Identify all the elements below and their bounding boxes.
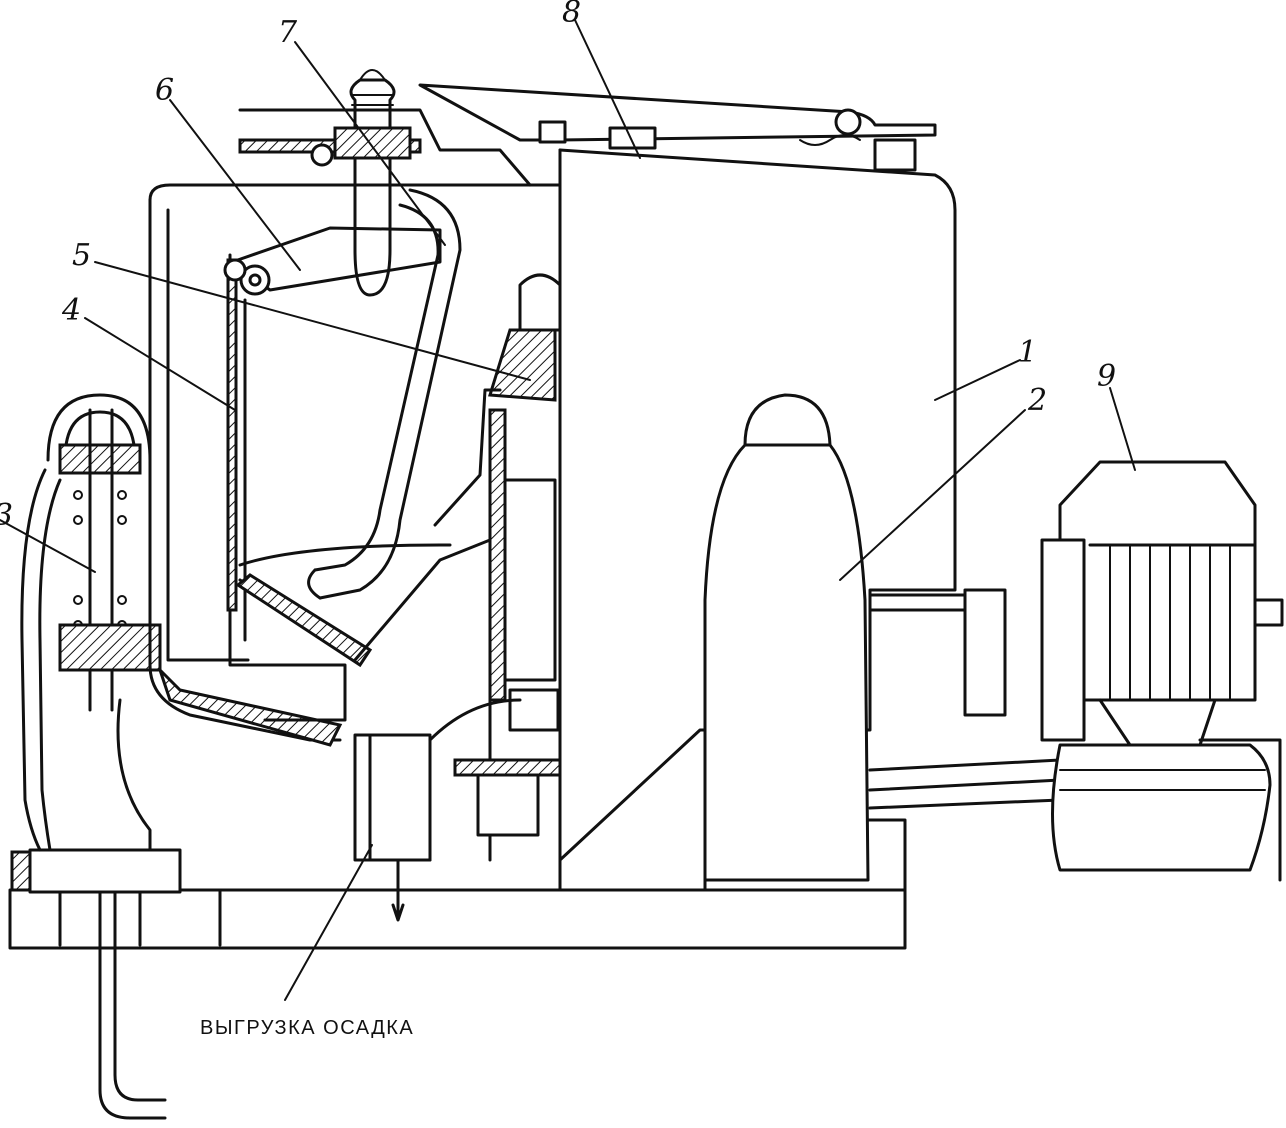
electric-motor bbox=[1040, 460, 1284, 747]
leader-1 bbox=[934, 359, 1021, 401]
sediment-outlet bbox=[353, 733, 432, 922]
leader-3 bbox=[0, 519, 96, 573]
leader-lines bbox=[0, 19, 1136, 1001]
callout-4: 4 bbox=[61, 293, 81, 328]
leader-4 bbox=[84, 317, 236, 411]
leader-8 bbox=[574, 19, 641, 159]
spring-suspension bbox=[20, 393, 162, 852]
basket bbox=[226, 253, 452, 722]
leader-6 bbox=[169, 99, 301, 271]
callout-6: 6 bbox=[155, 73, 174, 108]
callout-7: 7 bbox=[278, 15, 298, 50]
callout-1: 1 bbox=[1018, 335, 1037, 370]
leader-9 bbox=[1109, 387, 1136, 471]
callout-9: 9 bbox=[1097, 359, 1116, 394]
callout-3: 3 bbox=[0, 498, 13, 533]
shaft-bearing-assembly bbox=[353, 273, 562, 862]
lever-mechanism bbox=[418, 83, 937, 172]
callout-5: 5 bbox=[72, 238, 91, 273]
lid-arm bbox=[223, 226, 442, 296]
leader-caption bbox=[284, 844, 373, 1001]
drive-transmission bbox=[868, 588, 1282, 882]
leader-5 bbox=[94, 261, 531, 381]
callout-labels: 1 2 3 4 5 6 7 8 9 ВЫГРУЗКА ОСАДКА bbox=[0, 0, 1116, 1039]
callout-8: 8 bbox=[562, 0, 581, 30]
feed-pipe bbox=[310, 69, 412, 297]
leader-7 bbox=[294, 41, 446, 246]
leader-2 bbox=[839, 409, 1026, 581]
outer-casing bbox=[148, 108, 562, 892]
support-column bbox=[703, 393, 870, 882]
sediment-discharge-caption: ВЫГРУЗКА ОСАДКА bbox=[200, 1017, 414, 1039]
callout-2: 2 bbox=[1027, 383, 1047, 418]
